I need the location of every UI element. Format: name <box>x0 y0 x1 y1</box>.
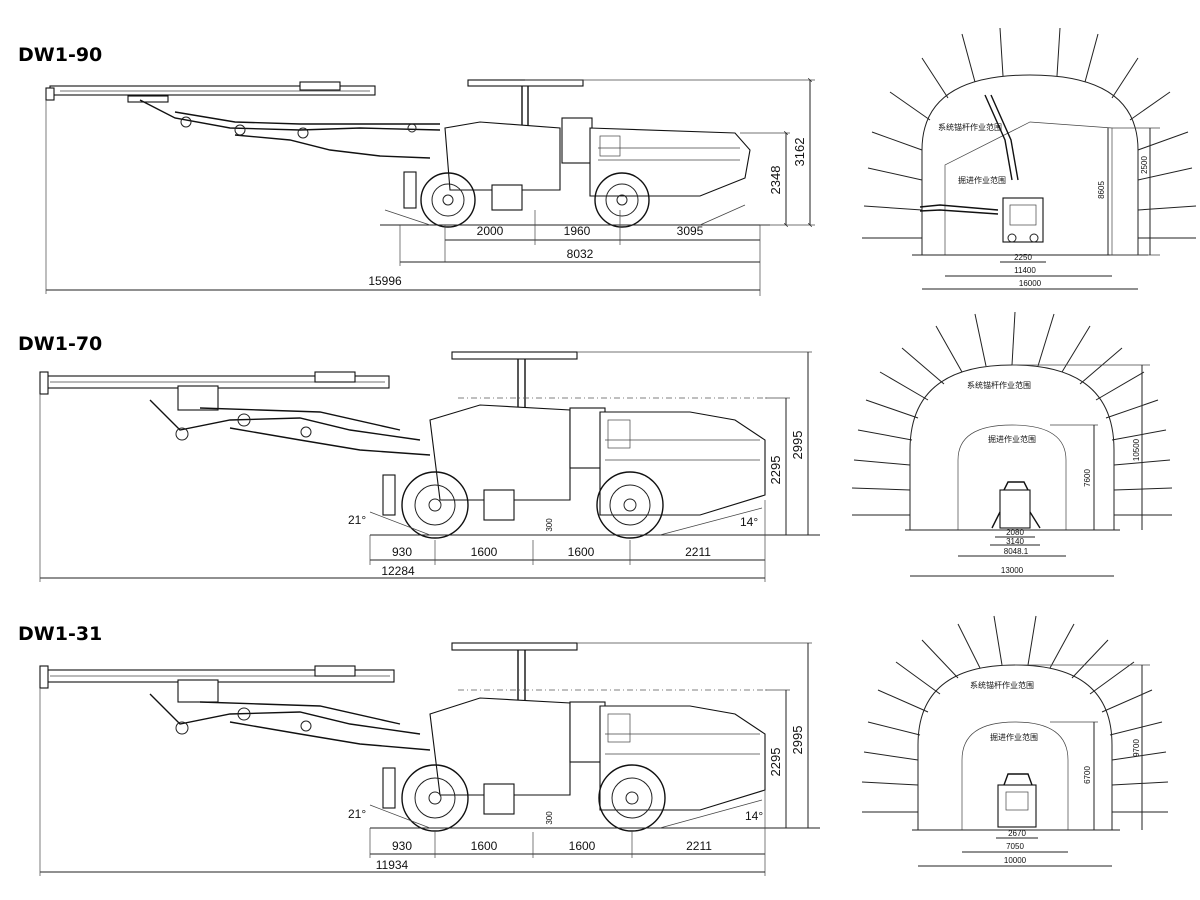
rear-wheel <box>596 471 664 539</box>
dim-overall-length: 15996 <box>368 274 402 288</box>
dim-seg-1: 930 <box>392 839 412 853</box>
machine-dw1-90: DW1-90 <box>18 27 1197 296</box>
dim-seg-2: 1600 <box>471 545 498 559</box>
tunnel-section: 系统锚杆作业范围 掘进作业范围 2500 8605 2250 11400 160… <box>862 27 1197 290</box>
engine-body <box>599 411 766 516</box>
dim-seg-1: 2000 <box>477 224 504 238</box>
side-view: 21° 14° 300 2295 2995 930 1600 1600 2211… <box>39 351 820 582</box>
side-view: 21° 14° 300 2295 2995 930 1600 1600 2211… <box>39 642 820 876</box>
dim-ground-clearance: 300 <box>545 811 554 825</box>
label-anchor-range: 系统锚杆作业范围 <box>938 122 1002 132</box>
angle-front: 21° <box>348 513 366 527</box>
label-excavation-range: 掘进作业范围 <box>988 434 1036 444</box>
dim-track-width: 3140 <box>1006 537 1024 546</box>
dim-height-body: 2348 <box>768 166 783 195</box>
label-anchor-range: 系统锚杆作业范围 <box>967 380 1031 390</box>
dim-machine-length: 8032 <box>567 247 594 261</box>
dim-height-canopy: 2995 <box>790 431 805 460</box>
dim-overall-length: 12284 <box>381 564 415 578</box>
dim-height-body: 2295 <box>768 456 783 485</box>
angle-rear: 14° <box>745 809 763 823</box>
dim-seg-3: 1600 <box>568 545 595 559</box>
dim-seg-3: 1600 <box>569 839 596 853</box>
dim-tunnel-width-inner: 8048.1 <box>1004 547 1029 556</box>
tunnel-outline-outer <box>921 74 1139 255</box>
anchor-rays <box>851 311 1173 516</box>
angle-rear: 14° <box>740 515 758 529</box>
tunnel-outline-inner <box>957 424 1067 530</box>
canopy-roof <box>451 351 578 360</box>
canopy-roof <box>467 79 584 87</box>
front-wheel <box>401 471 469 539</box>
side-view: 2348 3162 2000 1960 3095 8032 15996 <box>45 77 815 296</box>
model-title: DW1-70 <box>18 333 102 355</box>
dim-seg-4: 2211 <box>685 545 711 559</box>
dim-tunnel-height-inner: 7600 <box>1083 469 1092 487</box>
dim-seg-4: 2211 <box>686 839 712 853</box>
dim-seg-2: 1600 <box>471 839 498 853</box>
dim-tunnel-width-outer: 16000 <box>1019 279 1042 288</box>
dim-overall-length: 11934 <box>376 858 409 872</box>
engine-body <box>589 127 751 197</box>
machine-front <box>997 784 1037 828</box>
cab <box>444 121 561 191</box>
label-excavation-range: 掘进作业范围 <box>958 175 1006 185</box>
model-title: DW1-90 <box>18 44 102 66</box>
label-excavation-range: 掘进作业范围 <box>990 732 1038 742</box>
dim-seg-1: 930 <box>392 545 412 559</box>
cab <box>429 404 571 501</box>
dim-machine-width: 2250 <box>1014 253 1032 262</box>
anchor-rays <box>861 615 1169 813</box>
canopy-roof <box>451 642 578 651</box>
dim-height-canopy: 3162 <box>792 138 807 167</box>
engine-body <box>599 705 766 811</box>
dim-tunnel-width-outer: 13000 <box>1001 566 1024 575</box>
dim-tunnel-width-outer: 10000 <box>1004 856 1027 865</box>
dim-tunnel-height-inner: 6700 <box>1083 766 1092 784</box>
dim-height-body: 2295 <box>768 748 783 777</box>
model-title: DW1-31 <box>18 623 102 645</box>
dim-tunnel-width-inner: 11400 <box>1014 266 1036 275</box>
rear-wheel <box>594 172 650 228</box>
dim-height-canopy: 2995 <box>790 726 805 755</box>
tunnel-section: 系统锚杆作业范围 掘进作业范围 9700 6700 2670 7050 1000… <box>861 615 1169 867</box>
dim-ground-clearance: 300 <box>545 518 554 532</box>
dim-seg-3: 3095 <box>677 224 704 238</box>
rear-wheel <box>598 764 666 832</box>
dim-machine-width: 2670 <box>1008 829 1026 838</box>
feed-beam-tip <box>45 87 55 101</box>
anchor-rays <box>862 27 1197 239</box>
dim-tunnel-height-inner: 8605 <box>1097 181 1106 199</box>
dim-tunnel-height-outer: 10500 <box>1132 438 1141 461</box>
cab <box>429 697 571 796</box>
dim-seg-2: 1960 <box>564 224 591 238</box>
tunnel-outline-inner <box>961 721 1069 830</box>
front-wheel <box>420 172 476 228</box>
dim-tunnel-height-outer: 9700 <box>1132 739 1141 757</box>
machine-front <box>999 489 1031 529</box>
tunnel-section: 系统锚杆作业范围 掘进作业范围 10500 7600 2080 3140 804… <box>851 311 1173 577</box>
label-anchor-range: 系统锚杆作业范围 <box>970 680 1034 690</box>
machine-dw1-70: DW1-70 <box>18 311 1173 582</box>
front-wheel <box>401 764 469 832</box>
angle-front: 21° <box>348 807 366 821</box>
machine-dw1-31: DW1-31 <box>18 615 1169 876</box>
dim-machine-width: 2080 <box>1006 528 1024 537</box>
dim-tunnel-height-outer: 2500 <box>1140 156 1149 174</box>
dim-tunnel-width-inner: 7050 <box>1006 842 1024 851</box>
